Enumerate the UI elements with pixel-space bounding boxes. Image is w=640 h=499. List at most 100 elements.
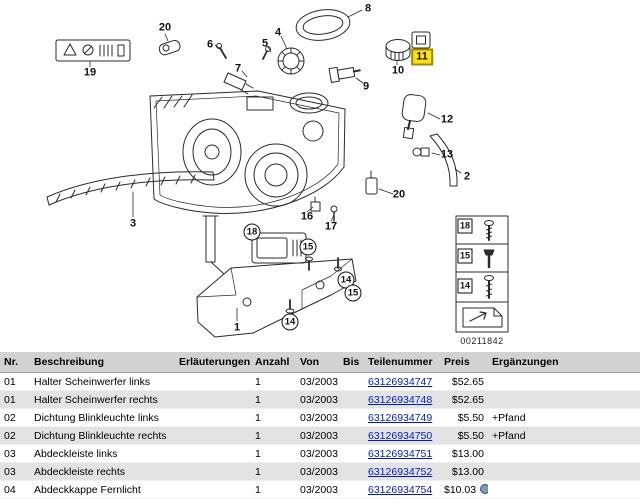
callout-13[interactable]: 13 — [440, 148, 454, 161]
description-cell: Halter Scheinwerfer links — [30, 372, 175, 391]
legend-label-18: 18 — [457, 218, 473, 234]
extras-cell: +Pfand — [488, 408, 640, 427]
bulb-7 — [223, 72, 254, 95]
header-preis: Preis — [440, 352, 488, 373]
extras-cell: +Pfand — [488, 426, 640, 445]
from-cell: 03/2003 — [296, 444, 339, 463]
to-cell — [339, 408, 364, 427]
quantity-cell: 1 — [251, 372, 296, 391]
screw-14b — [285, 299, 295, 314]
table-row: 02 Dichtung Blinkleuchte rechts 1 03/200… — [0, 426, 640, 445]
callout-7[interactable]: 7 — [234, 62, 242, 75]
callout-20-top[interactable]: 20 — [158, 21, 172, 34]
part-number-link[interactable]: 63126934752 — [368, 465, 433, 478]
part-number-link[interactable]: 63126934750 — [368, 429, 433, 442]
callout-2[interactable]: 2 — [463, 170, 471, 183]
extras-cell — [488, 462, 640, 481]
to-cell — [339, 462, 364, 481]
control-unit-18 — [251, 232, 307, 264]
callout-15-circled-b[interactable]: 15 — [344, 284, 362, 302]
callout-18-circled[interactable]: 18 — [243, 223, 261, 241]
callout-19[interactable]: 19 — [83, 66, 97, 79]
callout-14-circled-b[interactable]: 14 — [281, 313, 299, 331]
callout-20-mid[interactable]: 20 — [392, 188, 406, 201]
extras-cell — [488, 480, 640, 499]
bulb-13 — [412, 147, 430, 157]
table-row: 04 Abdeckkappe Fernlicht 1 03/2003 63126… — [0, 480, 640, 499]
extras-cell — [488, 444, 640, 463]
callout-3[interactable]: 3 — [129, 217, 137, 230]
description-cell: Abdeckleiste rechts — [30, 462, 175, 481]
bulb-socket-20 — [158, 39, 181, 56]
legend-label-14: 14 — [457, 278, 473, 294]
quantity-cell: 1 — [251, 408, 296, 427]
warning-label-plate — [55, 39, 131, 62]
to-cell — [339, 390, 364, 409]
table-header-row: Nr. Beschreibung Erläuterungen Anzahl Vo… — [0, 352, 640, 373]
header-von: Von — [296, 352, 339, 373]
extras-cell — [488, 390, 640, 409]
from-cell: 03/2003 — [296, 408, 339, 427]
to-cell — [339, 372, 364, 391]
callout-11-highlighted[interactable]: 11 — [411, 48, 433, 66]
callout-15-circled[interactable]: 15 — [299, 238, 317, 256]
part-number-link[interactable]: 63126934748 — [368, 393, 433, 406]
callout-5[interactable]: 5 — [261, 37, 269, 50]
callout-8[interactable]: 8 — [364, 2, 372, 15]
callout-6[interactable]: 6 — [206, 38, 214, 51]
callout-1[interactable]: 1 — [233, 321, 241, 334]
nr-cell: 01 — [0, 390, 30, 409]
callout-10[interactable]: 10 — [391, 64, 405, 77]
notes-cell — [175, 390, 251, 409]
part-number-link[interactable]: 63126934749 — [368, 411, 433, 424]
header-nr: Nr. — [0, 352, 30, 373]
callout-12[interactable]: 12 — [440, 113, 454, 126]
part-number-cell: 63126934751 — [364, 444, 440, 463]
parts-table: Nr. Beschreibung Erläuterungen Anzahl Vo… — [0, 352, 640, 499]
header-anzahl: Anzahl — [251, 352, 296, 373]
fastener-legend-box — [455, 215, 509, 333]
callout-4[interactable]: 4 — [274, 26, 282, 39]
callout-16[interactable]: 16 — [300, 210, 314, 223]
notes-cell — [175, 408, 251, 427]
to-cell — [339, 426, 364, 445]
part-number-link[interactable]: 63126934754 — [368, 483, 433, 496]
table-row: 03 Abdeckleiste links 1 03/2003 63126934… — [0, 444, 640, 463]
description-cell: Dichtung Blinkleuchte rechts — [30, 426, 175, 445]
notes-cell — [175, 372, 251, 391]
callout-14-circled[interactable]: 14 — [337, 271, 355, 289]
price-cell: $5.50 — [440, 408, 488, 427]
quantity-cell: 1 — [251, 426, 296, 445]
table-row: 03 Abdeckleiste rechts 1 03/2003 6312693… — [0, 462, 640, 481]
callout-9[interactable]: 9 — [362, 80, 370, 93]
callout-17[interactable]: 17 — [324, 220, 338, 233]
nr-cell: 02 — [0, 426, 30, 445]
from-cell: 03/2003 — [296, 390, 339, 409]
part-number-cell: 63126934752 — [364, 462, 440, 481]
description-cell: Abdeckkappe Fernlicht — [30, 480, 175, 499]
table-row: 02 Dichtung Blinkleuchte links 1 03/2003… — [0, 408, 640, 427]
price-cell: $13.00 — [440, 444, 488, 463]
retaining-ring-4 — [277, 47, 305, 75]
nr-cell: 04 — [0, 480, 30, 499]
mounting-bracket-1 — [196, 215, 357, 338]
part-photo-icon[interactable] — [480, 483, 488, 494]
header-erlaeuterungen: Erläuterungen — [175, 352, 251, 373]
part-number-cell: 63126934748 — [364, 390, 440, 409]
leader-lines — [89, 9, 462, 322]
nr-cell: 03 — [0, 444, 30, 463]
price-cell: $5.50 — [440, 426, 488, 445]
header-bis: Bis — [339, 352, 364, 373]
quantity-cell: 1 — [251, 480, 296, 499]
header-ergaenzungen: Ergänzungen — [488, 352, 640, 373]
part-number-cell: 63126934754 — [364, 480, 440, 499]
from-cell: 03/2003 — [296, 462, 339, 481]
price-cell: $52.65 — [440, 372, 488, 391]
part-number-link[interactable]: 63126934751 — [368, 447, 433, 460]
to-cell — [339, 480, 364, 499]
cap-10 — [385, 39, 411, 61]
part-number-link[interactable]: 63126934747 — [368, 375, 433, 388]
header-beschreibung: Beschreibung — [30, 352, 175, 373]
notes-cell — [175, 462, 251, 481]
part-number-cell: 63126934749 — [364, 408, 440, 427]
